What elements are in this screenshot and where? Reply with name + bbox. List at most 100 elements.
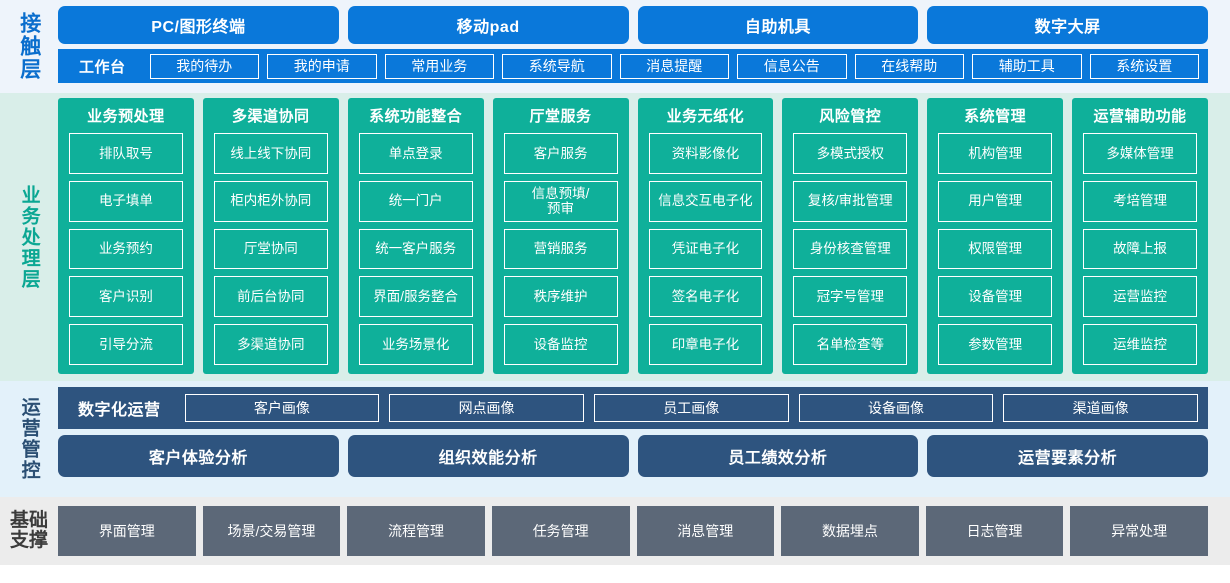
biz-item-appointment[interactable]: 业务预约 — [69, 228, 183, 270]
channel-pc[interactable]: PC/图形终端 — [58, 6, 339, 44]
analysis-operation-factors[interactable]: 运营要素分析 — [927, 435, 1208, 477]
biz-item-seal-electronic[interactable]: 印章电子化 — [648, 324, 763, 365]
biz-item-permission-management[interactable]: 权限管理 — [938, 228, 1053, 270]
biz-item-training-management[interactable]: 考培管理 — [1083, 180, 1197, 222]
analysis-employee-performance[interactable]: 员工绩效分析 — [637, 435, 919, 477]
operations-layer-body: 数字化运营 客户画像 网点画像 员工画像 设备画像 渠道画像 客户体验分析 组织… — [58, 381, 1230, 497]
column-title: 业务预处理 — [87, 108, 165, 125]
contact-layer-label: 接触层 — [0, 0, 58, 93]
biz-item-business-scenarios[interactable]: 业务场景化 — [358, 324, 473, 365]
biz-item-unified-customer-service[interactable]: 统一客户服务 — [358, 228, 473, 270]
portrait-customer[interactable]: 客户画像 — [184, 394, 380, 422]
biz-item-customer-service[interactable]: 客户服务 — [503, 133, 618, 174]
workbench-item-message-alert[interactable]: 消息提醒 — [619, 53, 730, 79]
biz-item-customer-recognition[interactable]: 客户识别 — [69, 276, 183, 318]
biz-item-device-monitoring[interactable]: 设备监控 — [503, 324, 618, 365]
channel-self-service[interactable]: 自助机具 — [637, 6, 919, 44]
biz-item-identity-verification-mgmt[interactable]: 身份核查管理 — [793, 228, 908, 270]
base-item-task-management[interactable]: 任务管理 — [491, 506, 630, 556]
biz-item-order-maintenance[interactable]: 秩序维护 — [503, 276, 618, 318]
base-item-log-management[interactable]: 日志管理 — [925, 506, 1064, 556]
workbench-item-common-business[interactable]: 常用业务 — [384, 53, 495, 79]
business-processing-layer: 业务处理层 业务预处理 排队取号 电子填单 业务预约 客户识别 引导分流 多渠道… — [0, 93, 1230, 381]
biz-item-guidance-diversion[interactable]: 引导分流 — [69, 324, 183, 365]
business-column-pre-processing: 业务预处理 排队取号 电子填单 业务预约 客户识别 引导分流 — [58, 98, 194, 374]
biz-item-review-approval-mgmt[interactable]: 复核/审批管理 — [793, 180, 908, 222]
biz-item-serial-number-mgmt[interactable]: 冠字号管理 — [793, 276, 908, 318]
column-items: 多媒体管理 考培管理 故障上报 运营监控 运维监控 — [1083, 133, 1197, 365]
base-item-ui-management[interactable]: 界面管理 — [58, 506, 196, 556]
base-layer-body: 界面管理 场景/交易管理 流程管理 任务管理 消息管理 数据埋点 日志管理 异常… — [58, 497, 1230, 565]
biz-item-org-management[interactable]: 机构管理 — [938, 133, 1053, 174]
business-columns: 业务预处理 排队取号 电子填单 业务预约 客户识别 引导分流 多渠道协同 线上线… — [58, 98, 1208, 374]
base-item-data-tracking[interactable]: 数据埋点 — [781, 506, 919, 556]
analysis-row: 客户体验分析 组织效能分析 员工绩效分析 运营要素分析 — [58, 435, 1208, 477]
operations-management-layer: 运营管控 数字化运营 客户画像 网点画像 员工画像 设备画像 渠道画像 客户体验… — [0, 381, 1230, 497]
base-layer-label: 基础 支撑 — [0, 497, 58, 565]
workbench-item-system-settings[interactable]: 系统设置 — [1089, 53, 1200, 79]
business-column-multichannel: 多渠道协同 线上线下协同 柜内柜外协同 厅堂协同 前后台协同 多渠道协同 — [202, 98, 339, 374]
biz-item-parameter-management[interactable]: 参数管理 — [938, 324, 1053, 365]
portrait-channel[interactable]: 渠道画像 — [1003, 394, 1199, 422]
business-layer-label: 业务处理层 — [0, 93, 58, 381]
channel-digital-screen[interactable]: 数字大屏 — [927, 6, 1208, 44]
contact-layer: 接触层 PC/图形终端 移动pad 自助机具 数字大屏 工作台 我的待办 我的申… — [0, 0, 1230, 93]
biz-item-device-management[interactable]: 设备管理 — [938, 276, 1053, 318]
channel-row: PC/图形终端 移动pad 自助机具 数字大屏 — [58, 6, 1208, 44]
workbench-item-my-todo[interactable]: 我的待办 — [149, 53, 260, 79]
workbench-item-system-navigation[interactable]: 系统导航 — [502, 53, 612, 79]
biz-item-e-form[interactable]: 电子填单 — [69, 180, 183, 222]
biz-item-signature-electronic[interactable]: 签名电子化 — [648, 276, 763, 318]
biz-item-unified-portal[interactable]: 统一门户 — [358, 180, 473, 222]
biz-item-online-offline-sync[interactable]: 线上线下协同 — [213, 133, 328, 174]
biz-item-list-check[interactable]: 名单检查等 — [793, 324, 908, 365]
workbench-title: 工作台 — [79, 58, 126, 76]
workbench-bar: 工作台 我的待办 我的申请 常用业务 系统导航 消息提醒 信息公告 在线帮助 辅… — [58, 49, 1208, 83]
biz-item-front-back-sync[interactable]: 前后台协同 — [213, 276, 328, 318]
biz-item-info-exchange-electronic[interactable]: 信息交互电子化 — [648, 180, 763, 222]
channel-mobile-pad[interactable]: 移动pad — [347, 6, 629, 44]
digital-operations-title: 数字化运营 — [78, 402, 161, 419]
analysis-org-efficiency[interactable]: 组织效能分析 — [347, 435, 629, 477]
base-item-process-management[interactable]: 流程管理 — [347, 506, 485, 556]
contact-layer-label-text: 接触层 — [17, 12, 41, 81]
business-column-paperless: 业务无纸化 资料影像化 信息交互电子化 凭证电子化 签名电子化 印章电子化 — [637, 98, 774, 374]
biz-item-fault-reporting[interactable]: 故障上报 — [1083, 228, 1197, 270]
column-title: 系统功能整合 — [369, 108, 463, 125]
portrait-device[interactable]: 设备画像 — [798, 394, 994, 422]
biz-item-single-sign-on[interactable]: 单点登录 — [358, 133, 473, 174]
biz-item-user-management[interactable]: 用户管理 — [938, 180, 1053, 222]
biz-item-queue-ticket[interactable]: 排队取号 — [69, 133, 183, 174]
biz-item-multichannel-sync[interactable]: 多渠道协同 — [213, 324, 328, 365]
column-items: 单点登录 统一门户 统一客户服务 界面/服务整合 业务场景化 — [358, 133, 473, 365]
column-title: 厅堂服务 — [529, 108, 592, 125]
base-support-layer: 基础 支撑 界面管理 场景/交易管理 流程管理 任务管理 消息管理 数据埋点 日… — [0, 497, 1230, 565]
biz-item-ui-service-integration[interactable]: 界面/服务整合 — [358, 276, 473, 318]
portrait-employee[interactable]: 员工画像 — [593, 394, 789, 422]
biz-item-voucher-electronic[interactable]: 凭证电子化 — [648, 228, 763, 270]
analysis-customer-experience[interactable]: 客户体验分析 — [58, 435, 339, 477]
biz-item-multimode-authorization[interactable]: 多模式授权 — [793, 133, 908, 174]
biz-item-in-out-counter-sync[interactable]: 柜内柜外协同 — [213, 180, 328, 222]
workbench-item-my-application[interactable]: 我的申请 — [267, 53, 377, 79]
biz-item-document-imaging[interactable]: 资料影像化 — [648, 133, 763, 174]
biz-item-marketing-service[interactable]: 营销服务 — [503, 228, 618, 270]
workbench-item-online-help[interactable]: 在线帮助 — [854, 53, 965, 79]
column-title: 业务无纸化 — [666, 108, 745, 125]
biz-item-maintenance-monitoring[interactable]: 运维监控 — [1083, 324, 1197, 365]
business-column-system-management: 系统管理 机构管理 用户管理 权限管理 设备管理 参数管理 — [927, 98, 1064, 374]
base-item-message-management[interactable]: 消息管理 — [636, 506, 775, 556]
column-items: 资料影像化 信息交互电子化 凭证电子化 签名电子化 印章电子化 — [648, 133, 763, 365]
workbench-item-announcement[interactable]: 信息公告 — [737, 53, 847, 79]
column-items: 机构管理 用户管理 权限管理 设备管理 参数管理 — [938, 133, 1053, 365]
portrait-branch[interactable]: 网点画像 — [389, 394, 584, 422]
biz-item-multimedia-management[interactable]: 多媒体管理 — [1083, 133, 1197, 174]
base-item-exception-handling[interactable]: 异常处理 — [1070, 506, 1208, 556]
biz-item-prefill-prereview[interactable]: 信息预填/ 预审 — [503, 180, 618, 222]
base-item-scenario-transaction-management[interactable]: 场景/交易管理 — [202, 506, 341, 556]
biz-item-operation-monitoring[interactable]: 运营监控 — [1083, 276, 1197, 318]
biz-item-hall-sync[interactable]: 厅堂协同 — [213, 228, 328, 270]
column-items: 多模式授权 复核/审批管理 身份核查管理 冠字号管理 名单检查等 — [793, 133, 908, 365]
column-title: 运营辅助功能 — [1093, 108, 1187, 125]
workbench-item-aux-tools[interactable]: 辅助工具 — [972, 53, 1082, 79]
